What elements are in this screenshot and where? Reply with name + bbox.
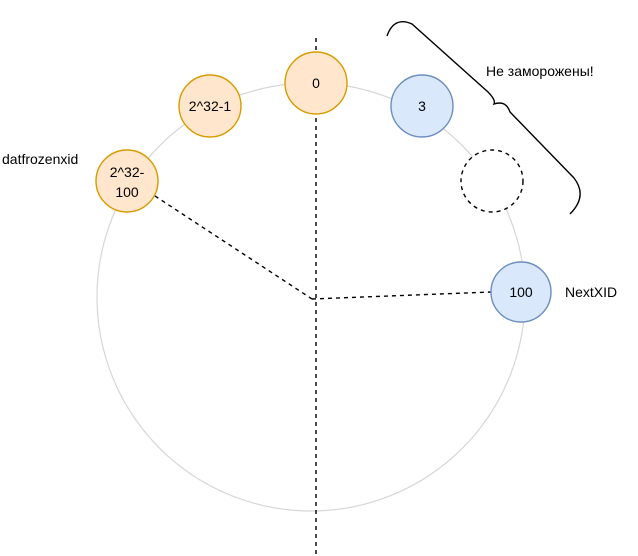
node-max-xid-label: 2^32-1 xyxy=(189,98,232,114)
datfrozenxid-label: datfrozenxid xyxy=(2,151,78,167)
node-hundred: 100 xyxy=(490,261,552,323)
node-three: 3 xyxy=(390,74,454,138)
radius-to-nextxid xyxy=(311,291,492,300)
node-datfrozenxid-circle xyxy=(95,149,159,213)
node-three-label: 3 xyxy=(418,98,426,114)
node-hundred-circle xyxy=(490,261,552,323)
curly-brace xyxy=(386,21,581,215)
node-datfrozenxid-label-line1: 2^32- xyxy=(110,164,145,180)
node-datfrozenxid-label-line2: 100 xyxy=(115,184,139,200)
xid-ring xyxy=(96,82,526,512)
node-zero-label: 0 xyxy=(312,75,320,91)
radius-to-datfrozenxid xyxy=(154,195,313,300)
empty-dashed-node xyxy=(460,149,524,213)
node-datfrozenxid: 2^32- 100 xyxy=(95,149,159,213)
node-max-xid: 2^32-1 xyxy=(178,74,242,138)
nextxid-label: NextXID xyxy=(565,284,617,300)
node-zero: 0 xyxy=(284,51,348,115)
node-max-xid-circle xyxy=(178,74,242,138)
node-hundred-label: 100 xyxy=(509,284,533,300)
not-frozen-label: Не заморожены! xyxy=(486,63,594,79)
node-three-circle xyxy=(390,74,454,138)
node-zero-circle xyxy=(284,51,348,115)
